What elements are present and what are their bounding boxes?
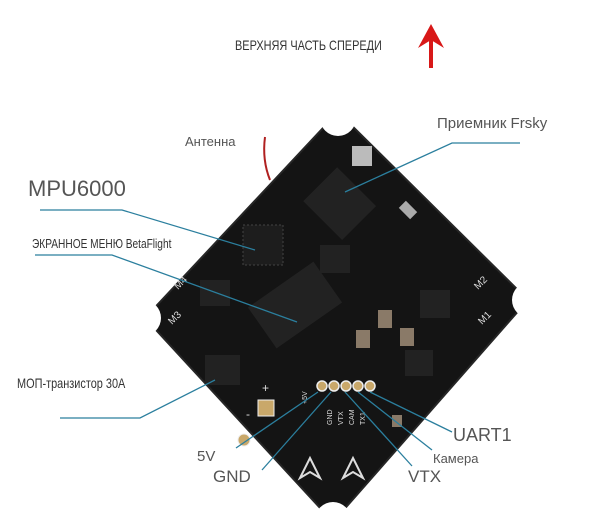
crystal xyxy=(352,146,372,166)
leader-lines xyxy=(35,142,520,471)
mosfet-chip xyxy=(205,355,240,385)
gnd-label: GND xyxy=(213,467,251,486)
up-arrow-icon xyxy=(418,24,444,68)
uart1-label: UART1 xyxy=(453,425,512,445)
mount-notch-bottom xyxy=(315,502,351,530)
mosfet-label: МОП-транзистор 30A xyxy=(17,375,126,391)
receiver-label: Приемник Frsky xyxy=(437,115,548,132)
antenna-label: Антенна xyxy=(185,134,236,149)
svg-text:VTX: VTX xyxy=(338,411,345,425)
mount-notch-right xyxy=(512,282,548,318)
svg-text:+5V: +5V xyxy=(302,391,309,404)
svg-text:TX1: TX1 xyxy=(360,412,367,425)
mount-notch-left xyxy=(125,300,161,336)
vtx-label: VTX xyxy=(408,467,442,486)
osd-label: ЭКРАННОЕ МЕНЮ BetaFlight xyxy=(32,236,172,251)
orientation-label: ВЕРХНЯЯ ЧАСТЬ СПЕРЕДИ xyxy=(235,37,382,53)
camera-label: Камера xyxy=(433,451,479,466)
mount-notch-top xyxy=(320,100,356,136)
mpu-label: MPU6000 xyxy=(28,176,126,201)
osd-chip xyxy=(247,261,343,349)
5v-label: 5V xyxy=(197,448,216,465)
plus-mark: + xyxy=(262,381,269,395)
receiver-chip xyxy=(303,167,377,241)
antenna-wire xyxy=(263,136,271,181)
mpu6000-chip xyxy=(242,224,284,266)
svg-text:GND: GND xyxy=(327,409,334,425)
minus-mark: - xyxy=(246,407,250,421)
svg-text:CAM: CAM xyxy=(349,409,356,425)
flight-controller-board: M4 M3 M2 M1 + - +5V GND VTX CAM TX1 xyxy=(125,100,548,530)
